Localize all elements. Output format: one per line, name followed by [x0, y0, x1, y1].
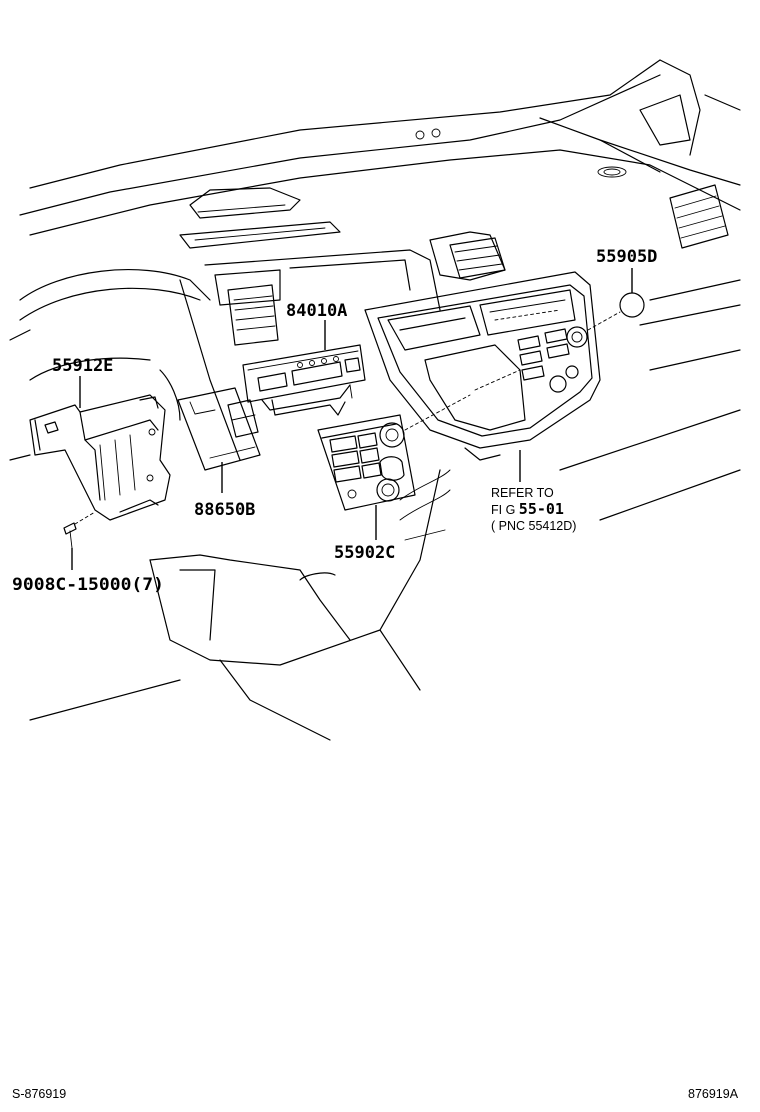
part-55902c-switch-panel	[317, 369, 521, 511]
part-55912e-bracket	[29, 394, 171, 521]
refer-note: REFER TO FI G 55-01 ( PNC 55412D)	[491, 486, 576, 533]
footer-left-code: S-876919	[12, 1087, 66, 1101]
part-9008c-screw	[63, 511, 96, 549]
leader-lines	[71, 268, 633, 570]
part-84010a-ac-control	[242, 344, 366, 416]
label-84010a: 84010A	[286, 301, 347, 321]
center-cluster-panel	[364, 271, 601, 461]
refer-fig-prefix: FI G	[491, 503, 515, 517]
refer-line-3: ( PNC 55412D)	[491, 519, 576, 533]
label-9008c-15000: 9008C-15000(7)	[12, 575, 164, 595]
refer-fig-code: 55-01	[519, 500, 564, 518]
label-55912e: 55912E	[52, 356, 113, 376]
part-55905d-plug	[587, 292, 645, 331]
footer-right-code: 876919A	[688, 1087, 739, 1101]
label-55902c: 55902C	[334, 543, 395, 563]
refer-line-1: REFER TO	[491, 486, 554, 500]
dashboard-outline	[9, 59, 741, 741]
refer-line-2: FI G 55-01	[491, 500, 564, 518]
label-88650b: 88650B	[194, 500, 255, 520]
part-88650b-module	[177, 387, 261, 471]
label-55905d: 55905D	[596, 247, 657, 267]
